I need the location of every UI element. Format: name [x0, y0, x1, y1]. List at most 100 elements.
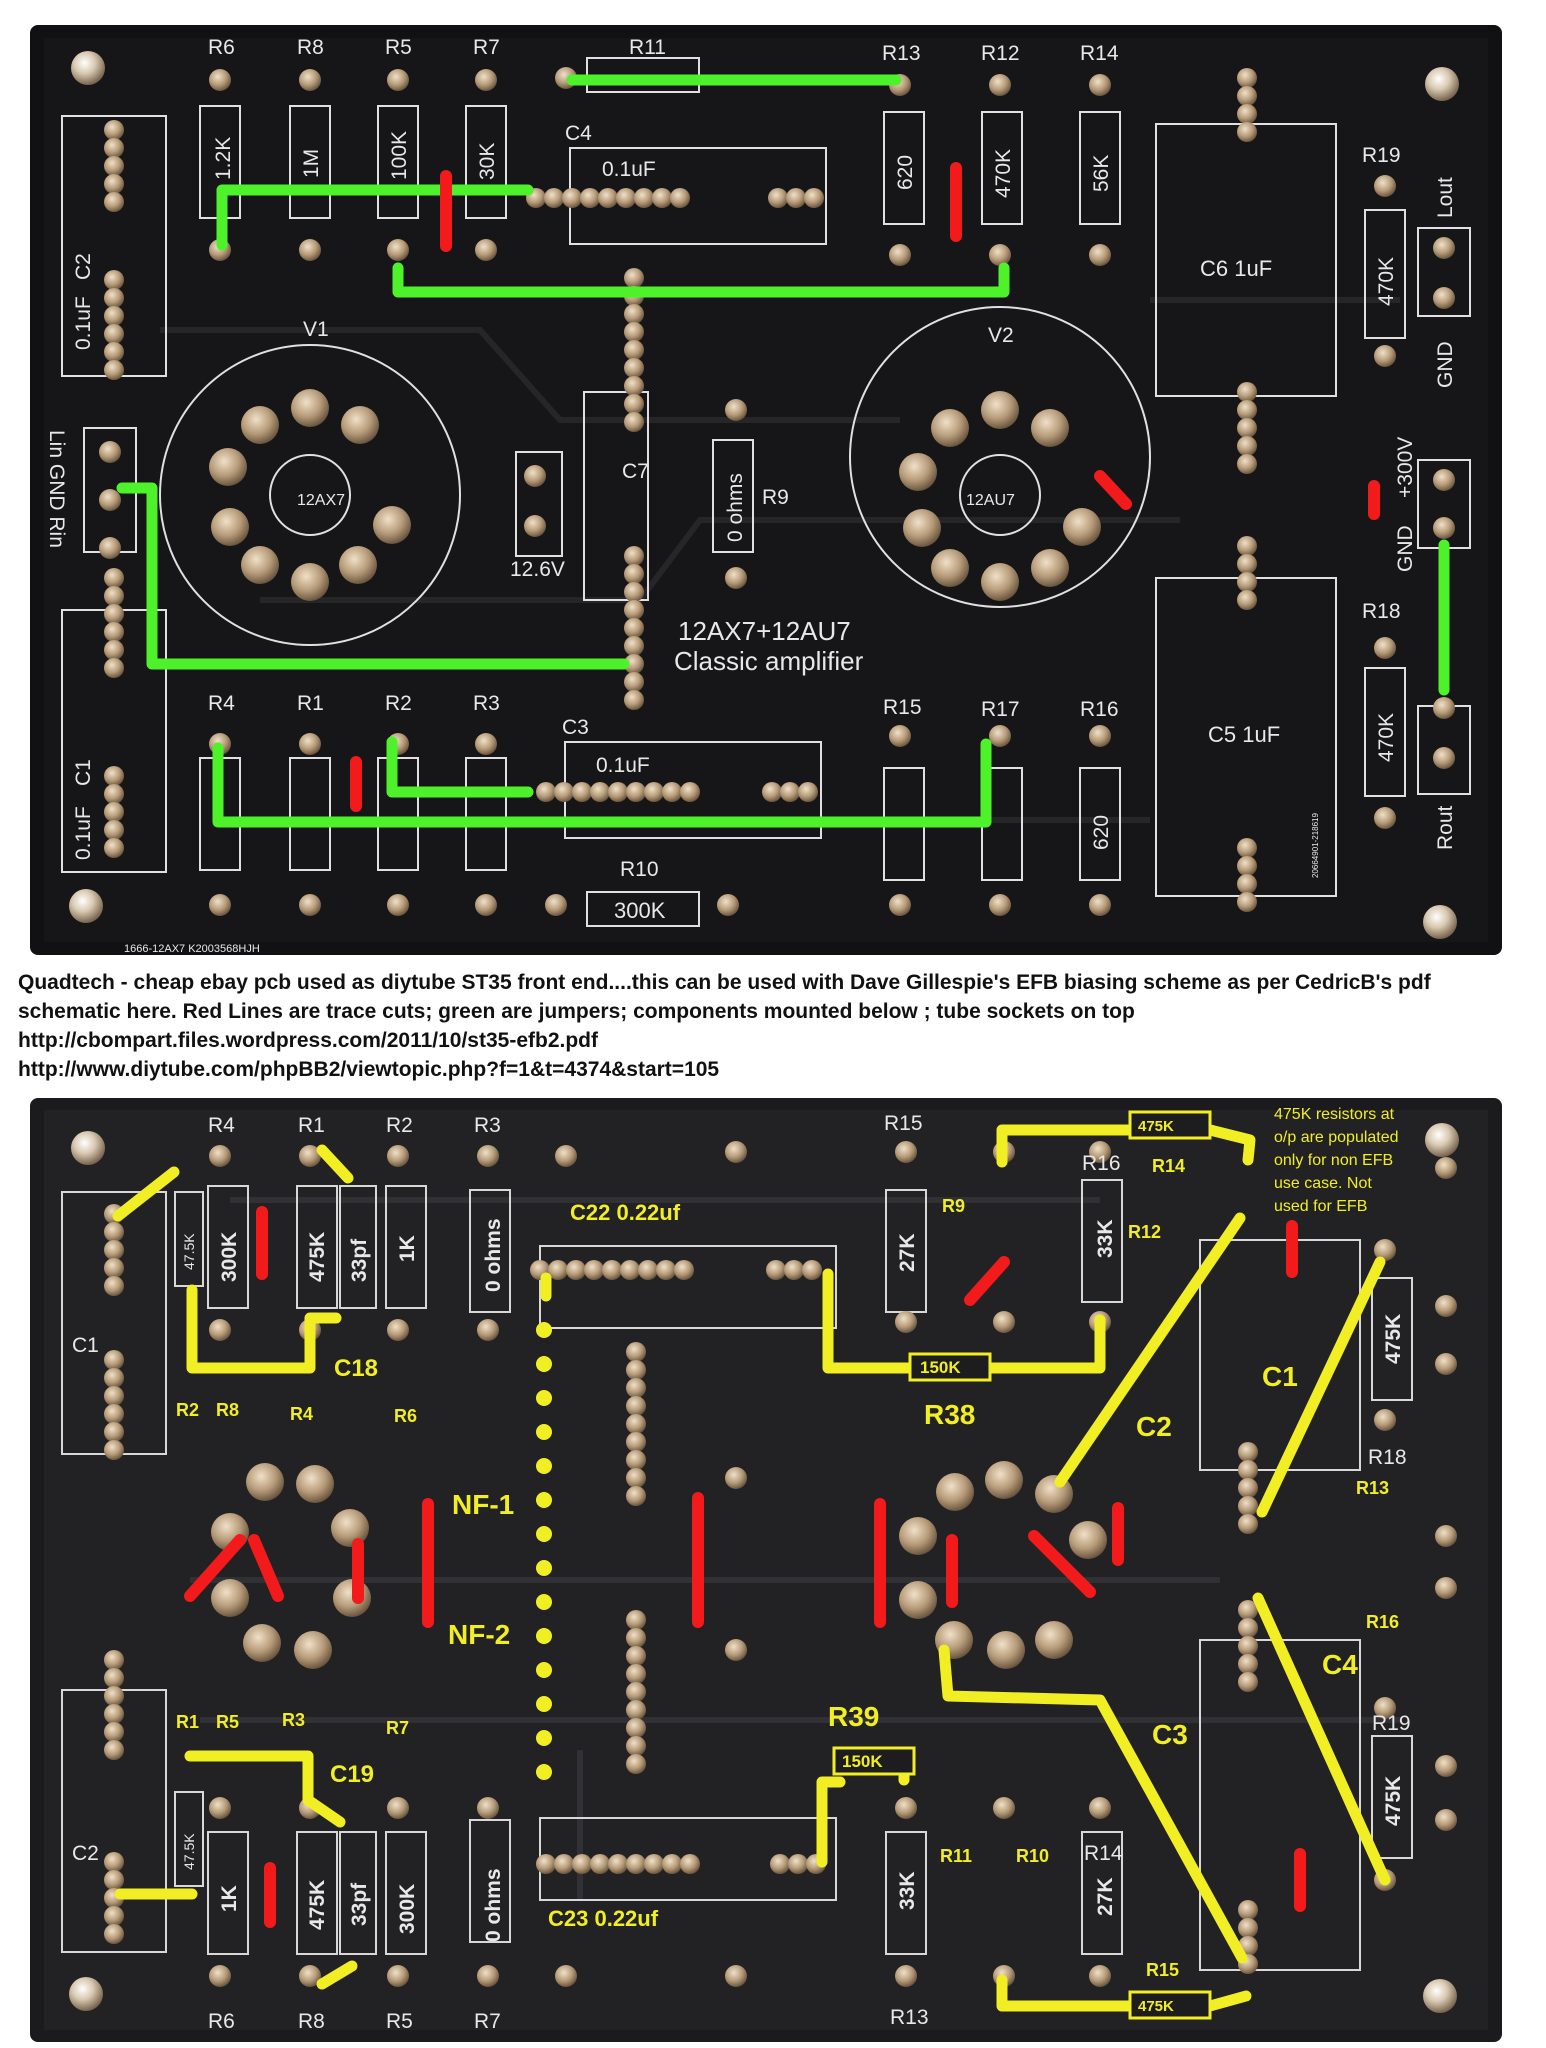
caption-link-pdf[interactable]: http://cbompart.files.wordpress.com/2011…	[18, 1029, 598, 1052]
silk-c2-value: 0.1uF	[72, 296, 95, 350]
silk-b-r13: R13	[890, 2006, 929, 2029]
silk-v1: V1	[303, 318, 329, 341]
silk-c1: C1	[72, 759, 95, 786]
silk-b-475k-b: 475K	[306, 1880, 329, 1930]
silk-c7: C7	[622, 460, 649, 483]
silk-b-r15: R15	[884, 1112, 923, 1135]
label-r10: R10	[1016, 1846, 1049, 1866]
silk-b-475k-r: 475K	[1382, 1314, 1405, 1364]
label-r6: R6	[394, 1406, 417, 1426]
silk-b-r7: R7	[474, 2010, 501, 2033]
board-title-2: Classic amplifier	[674, 646, 864, 676]
red-cuts	[350, 162, 1380, 812]
silk-r18-value: 470K	[1375, 713, 1398, 762]
label-c22: C22 0.22uf	[570, 1200, 681, 1225]
label-150k-a: 150K	[920, 1358, 961, 1377]
board-code: 1666-12AX7 K2003568HJH	[124, 943, 260, 955]
silk-b-33k-b: 33K	[896, 1871, 919, 1910]
label-475k-bot: 475K	[1138, 1998, 1174, 2015]
label-nf-1: NF-1	[452, 1489, 514, 1520]
silk-rout: Rout	[1434, 805, 1457, 850]
mount-hole	[1423, 1979, 1457, 2013]
silk-c3: C3	[562, 716, 589, 739]
silk-b-33k-a: 33K	[1094, 1219, 1117, 1258]
silk-r2: R2	[385, 692, 412, 715]
caption-link-forum[interactable]: http://www.diytube.com/phpBB2/viewtopic.…	[18, 1058, 720, 1081]
tube-socket-v2	[849, 306, 1151, 608]
silk-b-c2: C2	[72, 1842, 99, 1865]
silk-tiny-code: 20664901-218619	[1311, 812, 1320, 878]
silk-b-r5: R5	[386, 2010, 413, 2033]
label-c2: C2	[1136, 1411, 1172, 1442]
label-r1: R1	[176, 1712, 199, 1732]
label-c1: C1	[1262, 1361, 1298, 1392]
silk-r15: R15	[883, 696, 922, 719]
silk-c4: C4	[565, 122, 592, 145]
label-r16: R16	[1366, 1612, 1399, 1632]
label-c3: C3	[1152, 1719, 1188, 1750]
silk-r3: R3	[473, 692, 500, 715]
silk-lout: Lout	[1434, 177, 1457, 218]
silk-r17: R17	[981, 698, 1020, 721]
note-line-4: use case. Not	[1274, 1175, 1372, 1192]
mount-hole	[69, 1977, 103, 2011]
silk-12-6v: 12.6V	[510, 558, 565, 581]
silk-r4: R4	[208, 692, 235, 715]
label-r14: R14	[1152, 1156, 1185, 1176]
silk-r5: R5	[385, 36, 412, 59]
label-r5: R5	[216, 1712, 239, 1732]
silk-b-r6: R6	[208, 2010, 235, 2033]
silk-r9-value: 0 ohms	[724, 473, 747, 542]
silk-r1: R1	[297, 692, 324, 715]
silk-c6: C6 1uF	[1200, 256, 1272, 281]
silk-r13: R13	[882, 42, 921, 65]
silk-c1-value: 0.1uF	[72, 806, 95, 860]
yellow-dotted-ground	[536, 1322, 552, 1780]
label-c19: C19	[330, 1761, 374, 1788]
silk-r14-value: 56K	[1090, 155, 1113, 192]
silk-b-47-5k-b: 47.5K	[181, 1833, 197, 1870]
silk-b-r19: R19	[1372, 1712, 1411, 1735]
silk-b-0ohms-b: 0 ohms	[482, 1868, 505, 1942]
silk-r10: R10	[620, 858, 659, 881]
silk-b-475k-r2: 475K	[1382, 1776, 1405, 1826]
silk-r16: R16	[1080, 698, 1119, 721]
label-r38: R38	[924, 1399, 975, 1430]
label-r13: R13	[1356, 1478, 1389, 1498]
silk-r6-value: 1.2K	[212, 137, 235, 180]
silk-b-1k-b: 1K	[218, 1885, 241, 1912]
silk-b-300k-b: 300K	[396, 1884, 419, 1934]
silk-r19: R19	[1362, 144, 1401, 167]
silk-r8-value: 1M	[300, 149, 323, 178]
silk-b-27k-b: 27K	[1094, 1877, 1117, 1916]
label-r12: R12	[1128, 1222, 1161, 1242]
label-r7: R7	[386, 1718, 409, 1738]
silk-b-27k-a: 27K	[896, 1233, 919, 1272]
silk-b-c1: C1	[72, 1334, 99, 1357]
red-cuts-bottom	[184, 1206, 1306, 1928]
silk-b-475k-a: 475K	[306, 1232, 329, 1282]
silk-b-r18: R18	[1368, 1446, 1407, 1469]
silk-r12-value: 470K	[992, 149, 1015, 198]
silk-b-0ohms-a: 0 ohms	[482, 1218, 505, 1292]
silk-r7-value: 30K	[476, 143, 499, 180]
silk-r12: R12	[981, 42, 1020, 65]
label-r3: R3	[282, 1710, 305, 1730]
silk-b-33pf-a: 33pf	[348, 1238, 371, 1282]
silk-b-r14: R14	[1084, 1842, 1123, 1865]
silk-b-r1: R1	[298, 1114, 325, 1137]
silk-b-47-5k-a: 47.5K	[181, 1233, 197, 1270]
silk-lin-gnd-rin: Lin GND Rin	[45, 430, 68, 548]
silk-b-r8: R8	[298, 2010, 325, 2033]
silk-300v: +300V	[1394, 437, 1417, 498]
silk-gnd-mid: GND	[1394, 525, 1417, 572]
yellow-jumpers	[112, 1124, 1391, 2012]
note-line-1: 475K resistors at	[1274, 1106, 1395, 1123]
label-r9: R9	[942, 1196, 965, 1216]
label-c18: C18	[334, 1355, 378, 1382]
board-title-1: 12AX7+12AU7	[678, 616, 851, 646]
label-r11: R11	[940, 1846, 972, 1866]
silk-c3-value: 0.1uF	[596, 754, 650, 777]
green-jumpers	[116, 74, 1450, 828]
silk-r9: R9	[762, 486, 789, 509]
